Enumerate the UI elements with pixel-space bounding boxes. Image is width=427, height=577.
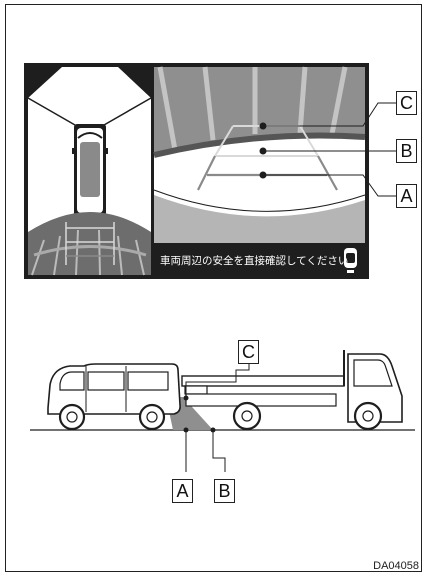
camera-warning-banner: 車両周辺の安全を直接確認してください (160, 255, 349, 267)
label-a-screen: A (396, 184, 417, 208)
label-c-side: C (238, 340, 259, 364)
truck (181, 350, 403, 431)
van (47, 363, 181, 431)
top-view-panel (27, 67, 152, 276)
side-view-illustration (30, 350, 415, 472)
monitor-screen (24, 63, 397, 279)
label-a-side: A (172, 479, 193, 503)
label-b-screen: B (396, 139, 417, 163)
label-b-side: B (214, 479, 235, 503)
truck-bed (181, 375, 345, 387)
car-top-view-icon (344, 248, 357, 273)
ground-image (154, 195, 365, 243)
label-c-screen: C (396, 91, 417, 115)
vehicle-roof (80, 142, 100, 197)
page-frame (5, 4, 422, 572)
figure-code: DA04058 (373, 560, 419, 572)
rear-camera-panel (153, 66, 397, 243)
